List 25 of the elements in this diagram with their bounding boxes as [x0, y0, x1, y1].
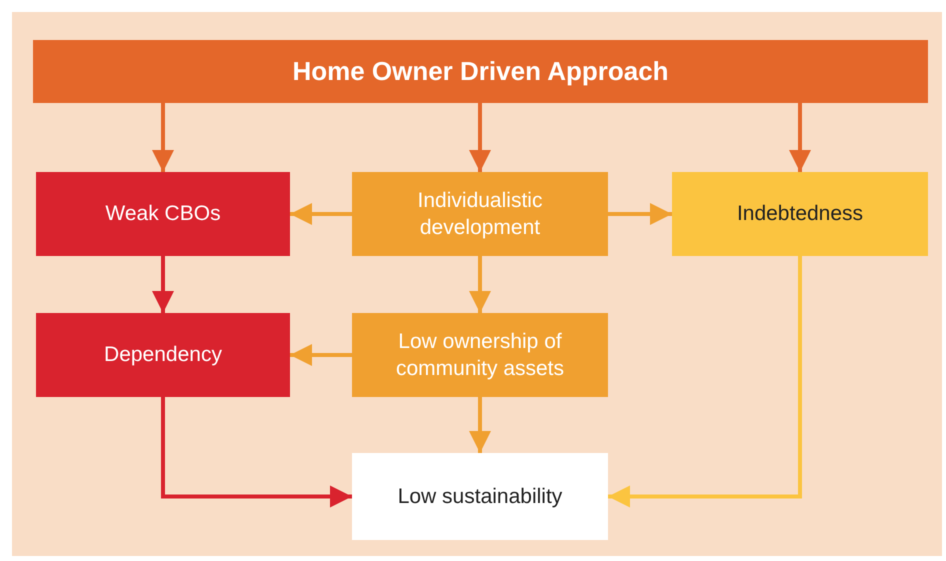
box-label: Low ownership of community assets: [394, 328, 566, 382]
box-label: Individualistic development: [416, 188, 544, 241]
arrow: [290, 203, 352, 225]
box-label: Dependency: [104, 342, 222, 368]
process-box: [36, 172, 290, 256]
approach-banner: [33, 40, 928, 103]
arrow: [608, 256, 802, 508]
arrow: [608, 203, 672, 225]
process-box: [352, 313, 608, 397]
box-label: Weak CBOs: [105, 201, 221, 228]
arrow: [290, 344, 352, 366]
arrow: [469, 103, 491, 172]
banner-title: Home Owner Driven Approach: [292, 54, 669, 88]
process-box: [352, 172, 608, 256]
arrow: [161, 397, 352, 508]
arrow: [469, 256, 491, 313]
arrow: [469, 397, 491, 453]
arrow: [152, 256, 174, 313]
outcome-box: [352, 453, 608, 540]
arrow: [789, 103, 811, 172]
box-label: Low sustainability: [398, 484, 562, 510]
process-box: [36, 313, 290, 397]
box-label: Indebtedness: [736, 201, 864, 228]
process-box: [672, 172, 928, 256]
arrow: [152, 103, 174, 172]
